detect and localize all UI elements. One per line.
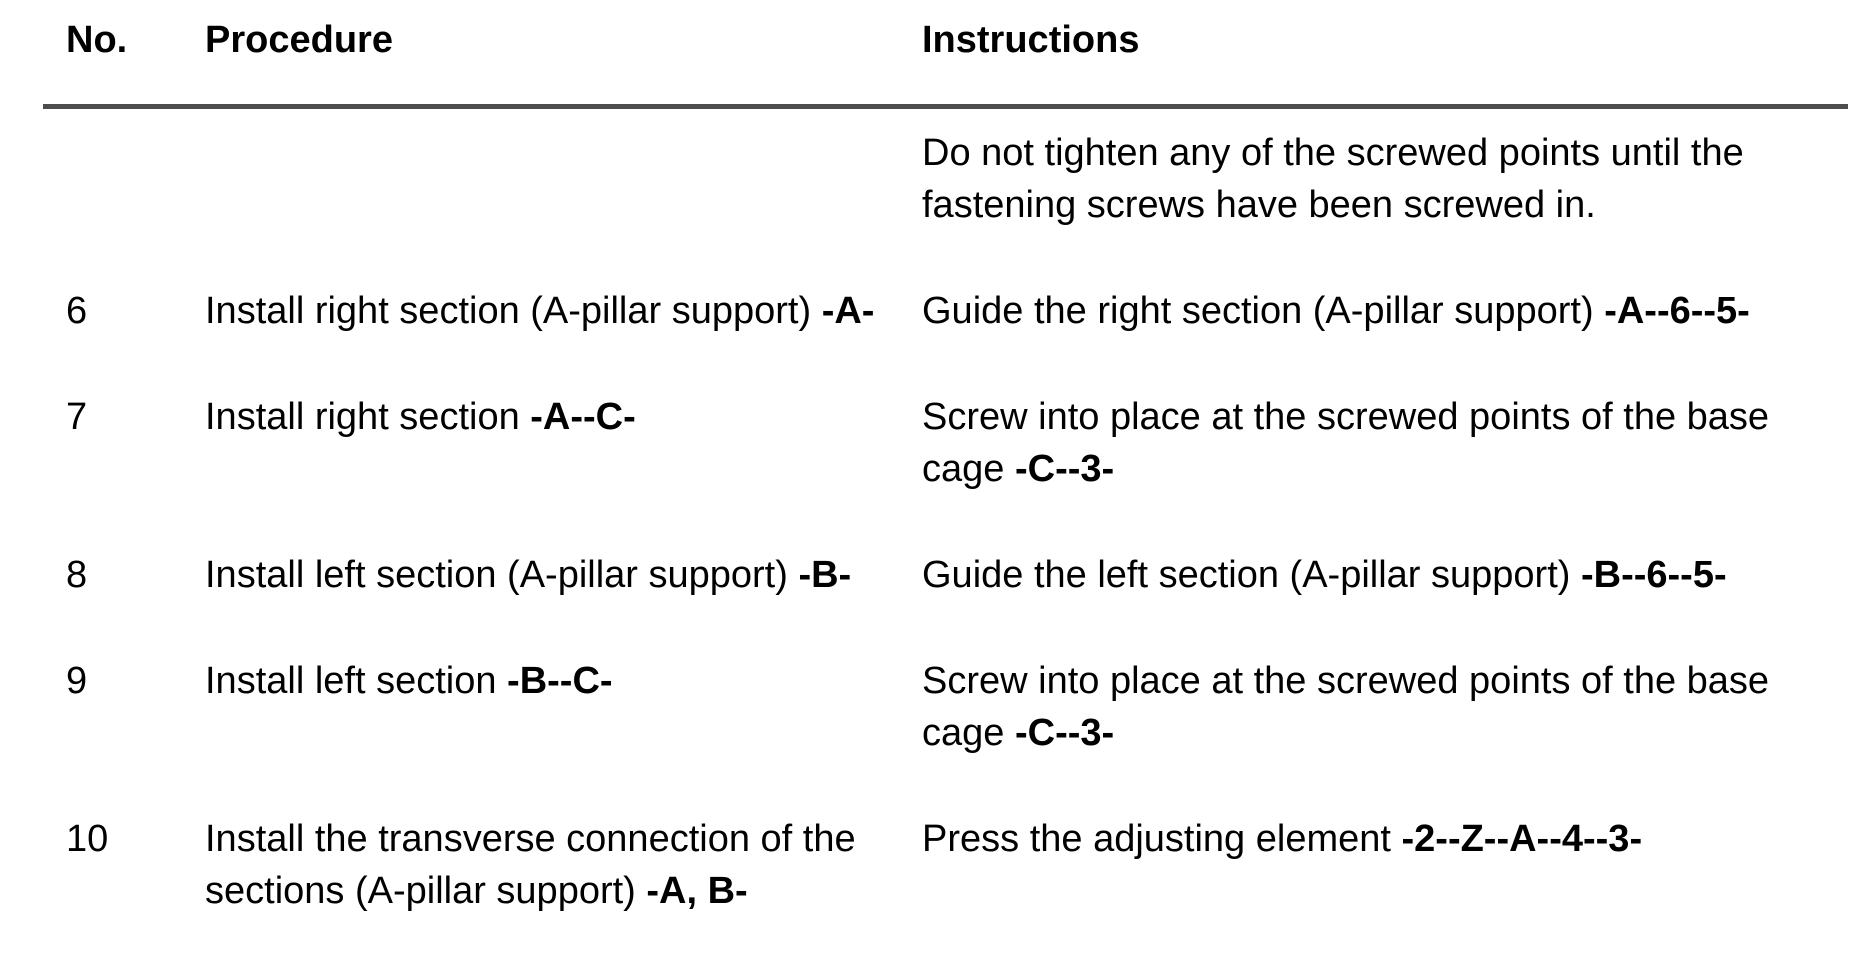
procedure-cell: Install left section (A-pillar support) … — [205, 549, 922, 601]
instructions-cell: Guide the left section (A-pillar support… — [922, 549, 1822, 601]
text-segment: Install right section — [205, 396, 531, 438]
table-row: 6 Install right section (A-pillar support… — [66, 285, 1822, 337]
row-number: 8 — [66, 554, 88, 596]
text-segment: Guide the right section (A-pillar suppor… — [922, 290, 1605, 332]
row-number: 6 — [66, 290, 88, 332]
table-row: 8 Install left section (A-pillar support)… — [66, 549, 1822, 601]
text-segment: Guide the left section (A-pillar support… — [922, 554, 1581, 596]
instructions-cell: Screw into place at the screwed points o… — [922, 655, 1822, 759]
text-segment: Install right section (A-pillar support) — [205, 290, 822, 332]
text-segment: Screw into place at the screwed points o… — [922, 660, 1770, 754]
header-procedure: Procedure — [205, 19, 393, 61]
part-reference: -A- — [821, 290, 875, 332]
instructions-cell: Press the adjusting element -2--Z--A--4-… — [922, 813, 1822, 865]
text-segment: Install left section (A-pillar support) — [205, 554, 799, 596]
procedure-cell: Install left section -B--C- — [205, 655, 922, 707]
part-reference: -C--3- — [1014, 448, 1115, 490]
procedure-cell: Install right section -A--C- — [205, 391, 922, 443]
part-reference: -A, B- — [646, 870, 748, 912]
instructions-cell: Do not tighten any of the screwed points… — [922, 127, 1822, 231]
part-reference: -A--C- — [530, 396, 636, 438]
row-number: 10 — [66, 818, 109, 860]
text-segment: Install left section — [205, 660, 508, 702]
part-reference: -B--C- — [507, 660, 613, 702]
instructions-cell: Screw into place at the screwed points o… — [922, 391, 1822, 495]
part-reference: -2--Z--A--4--3- — [1401, 818, 1643, 860]
row-number: 9 — [66, 660, 88, 702]
part-reference: -A--6--5- — [1604, 290, 1750, 332]
text-segment: Screw into place at the screwed points o… — [922, 396, 1770, 490]
procedure-cell: Install the transverse connection of the… — [205, 813, 922, 917]
table-header-row: No. Procedure Instructions — [66, 14, 1822, 66]
part-reference: -B--6--5- — [1580, 554, 1727, 596]
header-instructions: Instructions — [922, 19, 1140, 61]
procedure-cell: Install right section (A-pillar support)… — [205, 285, 922, 337]
text-segment: Install the transverse connection of the… — [205, 818, 856, 912]
table-row: Do not tighten any of the screwed points… — [66, 127, 1822, 231]
table-rows: Do not tighten any of the screwed points… — [66, 127, 1822, 917]
part-reference: -B- — [798, 554, 852, 596]
part-reference: -C--3- — [1014, 712, 1115, 754]
row-number: 7 — [66, 396, 88, 438]
table-row: 10 Install the transverse connection of t… — [66, 813, 1822, 917]
instructions-cell: Guide the right section (A-pillar suppor… — [922, 285, 1822, 337]
header-divider-rule — [43, 104, 1848, 109]
text-segment: Do not tighten any of the screwed points… — [922, 132, 1744, 226]
text-segment: Press the adjusting element — [922, 818, 1402, 860]
header-no: No. — [66, 19, 128, 61]
